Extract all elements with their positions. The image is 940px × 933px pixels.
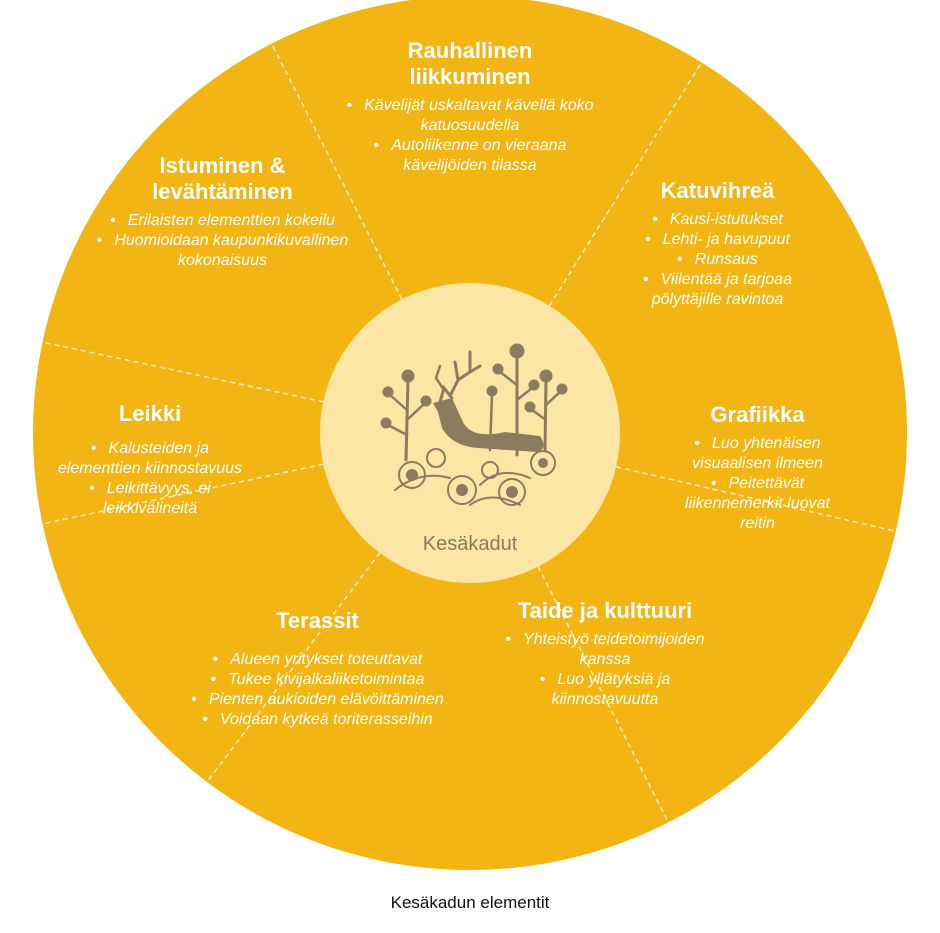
segment-terassit: Terassit •Alueen yritykset toteuttavat •… — [165, 608, 470, 730]
segment-item: •Kausi-istutukset — [652, 211, 783, 228]
segment-title: Leikki — [118, 401, 182, 426]
segment-item: •Kalusteiden ja elementtien kiinnostavuu… — [57, 440, 243, 477]
segment-item: •Luo yllätyksiä ja kiinnostavuutta — [539, 671, 671, 708]
segment-item: •Alueen yritykset toteuttavat — [212, 651, 423, 668]
segment-taide-ja-kulttuuri: Taide ja kulttuuri •Yhteistyö teidetoimi… — [500, 598, 710, 710]
segment-leikki: Leikki •Kalusteiden ja elementtien kiinn… — [50, 401, 250, 519]
segment-title: Terassit — [276, 608, 359, 633]
segment-item: •Huomioidaan kaupunkikuvallinen kokonais… — [96, 232, 349, 269]
segment-title: Istuminen & levähtäminen — [152, 153, 293, 204]
center-label: Kesäkadut — [422, 533, 518, 555]
segment-item: •Yhteistyö teidetoimijoiden kanssa — [505, 631, 705, 668]
segment-item: •Runsaus — [677, 251, 758, 268]
segment-item: •Leikittävyys, ei leikkivälineitä — [89, 480, 211, 517]
segment-item: •Lehti- ja havupuut — [645, 231, 790, 248]
segment-title: Katuvihreä — [660, 178, 775, 203]
segment-item: •Peitettävät liikennemerkit luovat reiti… — [685, 475, 830, 532]
segment-title: Rauhallinen liikkuminen — [407, 38, 533, 89]
segment-item: •Kävelijät uskaltavat kävellä koko katuo… — [346, 97, 594, 134]
segment-istuminen-ja-levahtaminen: Istuminen & levähtäminen •Erilaisten ele… — [95, 153, 350, 271]
segment-item: •Autoliikenne on vieraana kävelijöiden t… — [373, 137, 567, 174]
segment-divider-line — [42, 463, 324, 525]
segment-divider-line — [537, 566, 670, 823]
segment-divider-line — [42, 341, 324, 403]
segment-item: •Viilentää ja tarjoaa pölyttäjille ravin… — [643, 271, 792, 308]
segment-divider-line — [206, 552, 381, 783]
segment-item: •Tukee kivijalkaliiketoimintaa — [210, 671, 425, 688]
deer-and-flowers-illustration — [380, 343, 568, 506]
segment-rauhallinen-liikkuminen: Rauhallinen liikkuminen •Kävelijät uskal… — [345, 38, 595, 176]
segment-dividers — [42, 43, 896, 823]
segment-divider-line — [548, 61, 703, 307]
segment-item: •Luo yhtenäisen visuaalisen ilmeen — [692, 435, 823, 472]
segment-grafiikka: Grafiikka •Luo yhtenäisen visuaalisen il… — [670, 402, 845, 534]
segment-katuvihrea: Katuvihreä •Kausi-istutukset •Lehti- ja … — [615, 178, 820, 310]
segment-item: •Voidaan kytkeä toriterasseihin — [202, 711, 433, 728]
segment-item: •Erilaisten elementtien kokeilu — [110, 212, 335, 229]
segment-divider-line — [270, 43, 403, 300]
figure-caption: Kesäkadun elementit — [390, 893, 550, 912]
segment-item: •Pienten aukioiden elävöittäminen — [191, 691, 444, 708]
segment-title: Taide ja kulttuuri — [517, 598, 693, 623]
segment-title: Grafiikka — [710, 402, 805, 427]
segment-divider-line — [615, 465, 896, 533]
